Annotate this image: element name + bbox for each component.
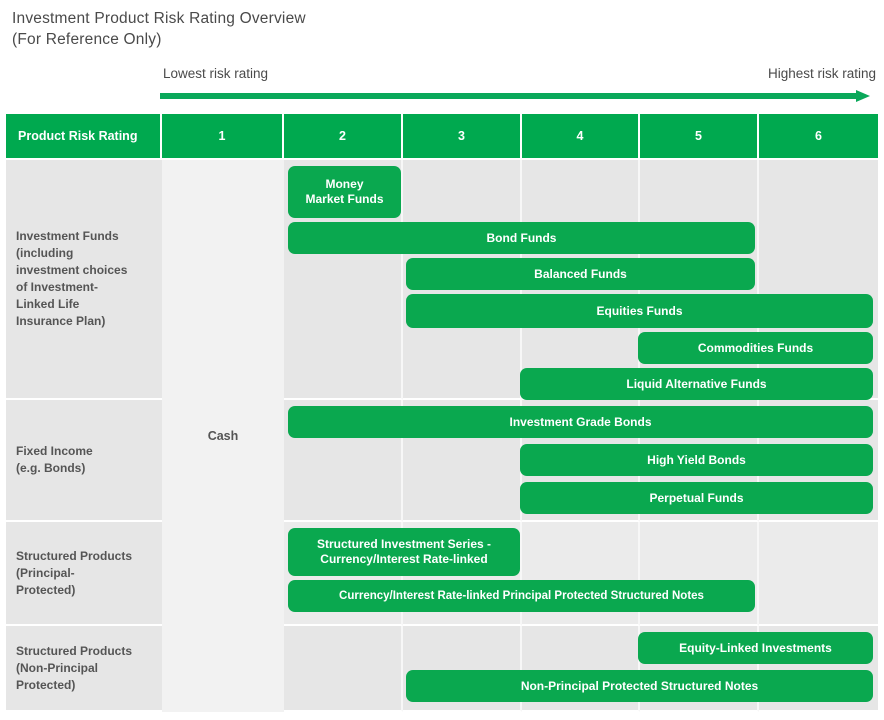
bar-bond-funds[interactable]: Bond Funds [288, 222, 755, 254]
table-body: Investment Funds (including investment c… [6, 160, 878, 712]
bar-liquid-alternative-funds[interactable]: Liquid Alternative Funds [520, 368, 873, 400]
header-rating-2: 2 [284, 114, 403, 158]
row-label-fixed-income: Fixed Income (e.g. Bonds) [6, 400, 162, 522]
bar-equities-funds[interactable]: Equities Funds [406, 294, 873, 328]
arrow-line [160, 93, 858, 99]
axis-labels: Lowest risk rating Highest risk rating [0, 66, 884, 88]
row-label-structured-non-principal: Structured Products (Non-Principal Prote… [6, 626, 162, 712]
bar-structured-investment-series[interactable]: Structured Investment Series - Currency/… [288, 528, 520, 576]
lowest-risk-label: Lowest risk rating [163, 66, 269, 81]
bar-high-yield-bonds[interactable]: High Yield Bonds [520, 444, 873, 476]
table-header-row: Product Risk Rating 1 2 3 4 5 6 [6, 114, 878, 158]
header-rating-5: 5 [640, 114, 759, 158]
right-arrow-icon [856, 90, 870, 102]
row-label-structured-principal: Structured Products (Principal- Protecte… [6, 522, 162, 626]
header-rating-3: 3 [403, 114, 522, 158]
page-title: Investment Product Risk Rating Overview … [12, 10, 306, 48]
highest-risk-label: Highest risk rating [767, 66, 876, 81]
grid-cell [759, 160, 878, 400]
bar-equity-linked-investments[interactable]: Equity-Linked Investments [638, 632, 873, 664]
grid-cell [284, 626, 403, 712]
bar-money-market-funds[interactable]: Money Market Funds [288, 166, 401, 218]
bar-non-principal-protected-structured-notes[interactable]: Non-Principal Protected Structured Notes [406, 670, 873, 702]
bar-currency-interest-rate-linked-ppsn[interactable]: Currency/Interest Rate-linked Principal … [288, 580, 755, 612]
risk-direction-arrow [160, 90, 878, 102]
cash-cell: Cash [162, 160, 284, 712]
bar-commodities-funds[interactable]: Commodities Funds [638, 332, 873, 364]
risk-rating-table: Product Risk Rating 1 2 3 4 5 6 Investme… [6, 114, 878, 712]
bar-balanced-funds[interactable]: Balanced Funds [406, 258, 755, 290]
grid-cell [759, 522, 878, 626]
header-rating-6: 6 [759, 114, 878, 158]
bar-investment-grade-bonds[interactable]: Investment Grade Bonds [288, 406, 873, 438]
row-label-investment-funds: Investment Funds (including investment c… [6, 160, 162, 400]
header-product-risk-rating: Product Risk Rating [6, 114, 162, 158]
header-rating-1: 1 [162, 114, 284, 158]
header-rating-4: 4 [522, 114, 640, 158]
bar-perpetual-funds[interactable]: Perpetual Funds [520, 482, 873, 514]
